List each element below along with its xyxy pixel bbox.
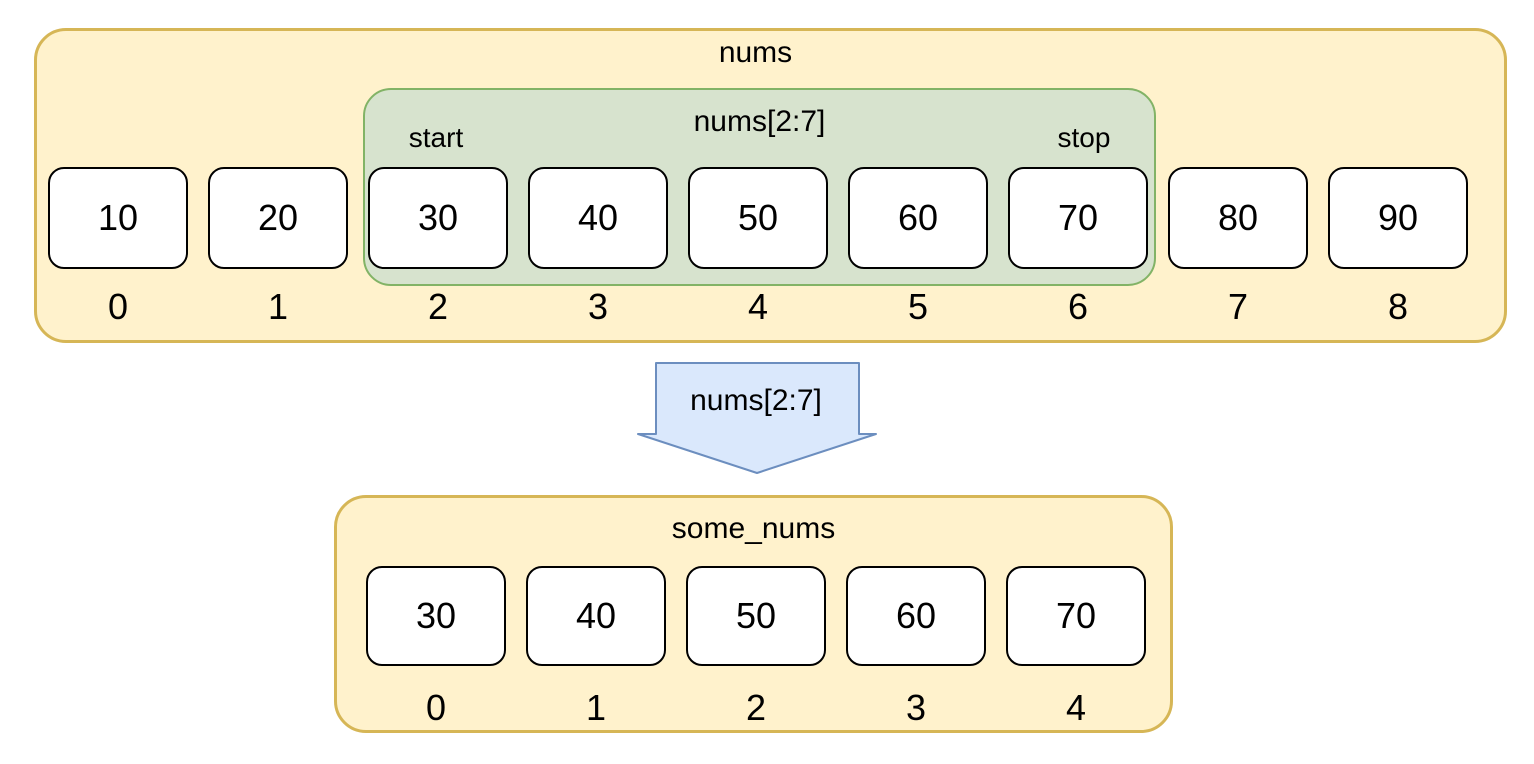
arrow-slice-label: nums[2:7] (690, 384, 822, 417)
index-label: 4 (1065, 687, 1087, 728)
slice-label: nums[2:7] (693, 105, 826, 138)
nums-array-title: nums (718, 36, 793, 69)
array-cell: 60 (848, 167, 988, 269)
index-label: 8 (1387, 286, 1409, 327)
index-label: 2 (745, 687, 767, 728)
nums-index-row: 0 1 2 3 4 5 6 7 8 (48, 287, 1468, 327)
array-cell: 40 (528, 167, 668, 269)
nums-cells-row: 10 20 30 40 50 60 70 80 90 (48, 167, 1468, 269)
array-cell: 50 (688, 167, 828, 269)
slice-stop-label: stop (1057, 122, 1111, 153)
down-arrow-shape (637, 362, 877, 474)
index-label: 3 (587, 286, 609, 327)
index-label: 5 (907, 286, 929, 327)
slice-start-label: start (408, 122, 464, 153)
index-label: 6 (1067, 286, 1089, 327)
index-label: 7 (1227, 286, 1249, 327)
array-cell: 30 (366, 566, 506, 666)
array-cell: 50 (686, 566, 826, 666)
index-label: 0 (425, 687, 447, 728)
some-nums-array-title: some_nums (671, 512, 836, 545)
array-cell: 30 (368, 167, 508, 269)
index-label: 1 (585, 687, 607, 728)
nums-array-container: nums nums[2:7] start stop 10 20 30 40 50… (34, 28, 1507, 343)
down-arrow-icon (637, 362, 877, 474)
some-nums-array-container: some_nums 30 40 50 60 70 0 1 2 3 4 (334, 495, 1173, 733)
index-label: 1 (267, 286, 289, 327)
index-label: 4 (747, 286, 769, 327)
array-cell: 70 (1006, 566, 1146, 666)
index-label: 2 (427, 286, 449, 327)
array-cell: 20 (208, 167, 348, 269)
index-label: 3 (905, 687, 927, 728)
array-cell: 90 (1328, 167, 1468, 269)
array-cell: 40 (526, 566, 666, 666)
some-nums-cells-row: 30 40 50 60 70 (366, 566, 1146, 666)
array-cell: 10 (48, 167, 188, 269)
index-label: 0 (107, 286, 129, 327)
array-cell: 80 (1168, 167, 1308, 269)
array-cell: 70 (1008, 167, 1148, 269)
some-nums-index-row: 0 1 2 3 4 (366, 688, 1146, 728)
array-cell: 60 (846, 566, 986, 666)
